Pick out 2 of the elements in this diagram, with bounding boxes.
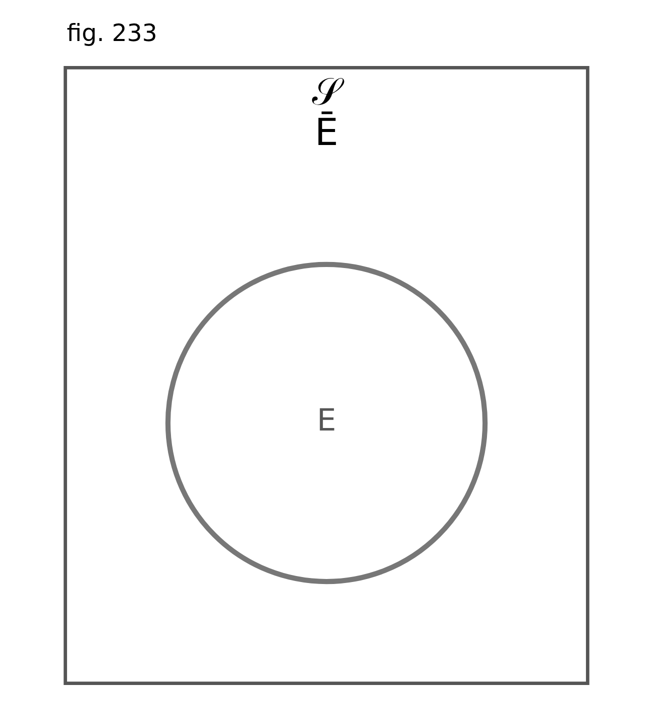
caption: fig. 233 [66,18,158,47]
node-circle: E [165,262,488,584]
